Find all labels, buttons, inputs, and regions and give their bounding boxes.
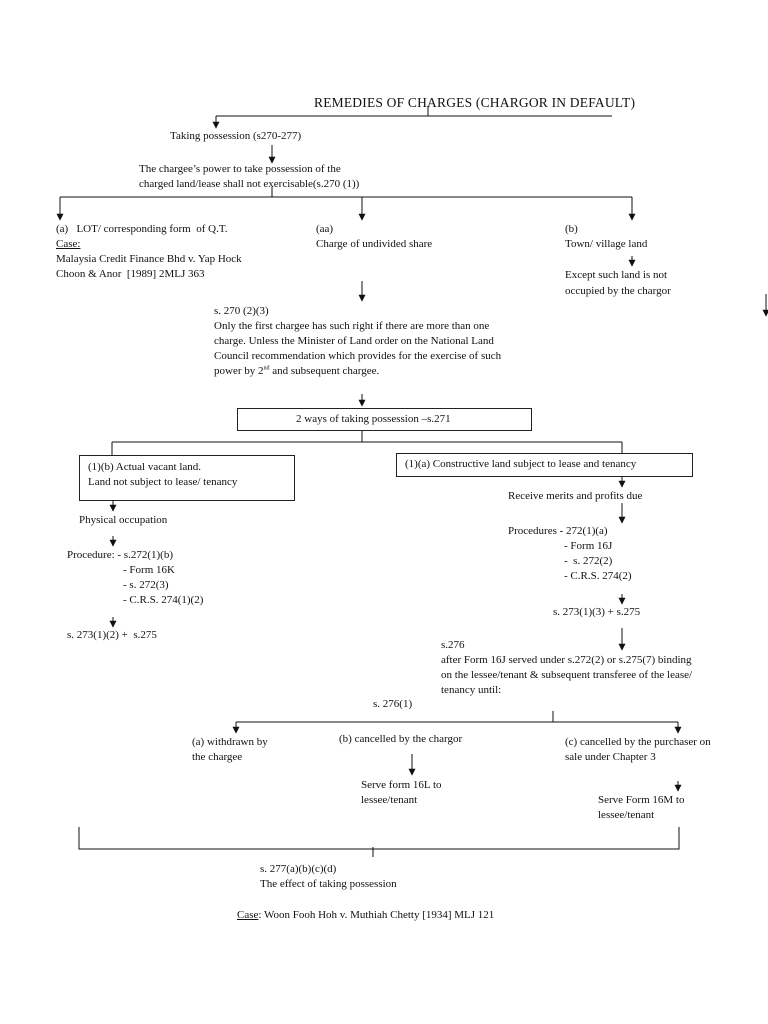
branch-a-case-label: Case:	[56, 238, 81, 250]
branch-aa-text: Charge of undivided share	[316, 238, 433, 250]
power-line-2: charged land/lease shall not exercisable…	[139, 178, 360, 190]
branch-a-case-line-2: Choon & Anor [1989] 2MLJ 363	[56, 268, 205, 280]
serve-16l-line-1: Serve form 16L to	[361, 779, 442, 791]
option-c-line-2: sale under Chapter 3	[565, 751, 656, 763]
receive-merits: Receive merits and profits due	[508, 490, 643, 502]
serve-16m-line-2: lessee/tenant	[598, 809, 655, 821]
option-c-line-1: (c) cancelled by the purchaser on	[565, 736, 711, 748]
right-procedure-item-2: - s. 272(2)	[564, 555, 613, 567]
left-procedure-item-2: - s. 272(3)	[123, 579, 169, 591]
taking-possession-label: Taking possession (s270-277)	[170, 130, 302, 142]
branch-b-label: (b)	[565, 223, 578, 235]
s270-line-3: charge. Unless the Minister of Land orde…	[214, 335, 494, 347]
s270-line-5-end: and subsequent chargee.	[269, 365, 380, 377]
serve-16m-line-1: Serve Form 16M to	[598, 794, 685, 806]
s277-heading: s. 277(a)(b)(c)(d)	[260, 863, 337, 875]
s276-line-2: after Form 16J served under s.272(2) or …	[441, 654, 692, 666]
left-result: s. 273(1)(2) + s.275	[67, 629, 157, 641]
right-procedure-item-3: - C.R.S. 274(2)	[564, 570, 632, 582]
s270-line-5-start: power by 2	[214, 365, 264, 377]
branch-b-except-line-1: Except such land is not	[565, 269, 668, 281]
branch-a-label: (a) LOT/ corresponding form of Q.T.	[56, 223, 228, 235]
bottom-bracket	[78, 827, 680, 850]
right-result: s. 273(1)(3) + s.275	[553, 606, 641, 618]
constructive-land-label: (1)(a) Constructive land subject to leas…	[405, 458, 637, 470]
power-line-1: The chargee’s power to take possession o…	[139, 163, 341, 175]
s276-subsection: s. 276(1)	[373, 698, 413, 710]
s270-heading: s. 270 (2)(3)	[214, 305, 269, 317]
option-a-line-2: the chargee	[192, 751, 243, 763]
branch-aa-label: (aa)	[316, 223, 334, 235]
physical-occupation: Physical occupation	[79, 514, 168, 526]
left-procedure-item-1: - Form 16K	[123, 564, 175, 576]
s277-effect: The effect of taking possession	[260, 878, 397, 890]
s276-heading: s.276	[441, 639, 465, 651]
s270-line-4: Council recommendation which provides fo…	[214, 350, 502, 362]
page-title: REMEDIES OF CHARGES (CHARGOR IN DEFAULT)	[314, 95, 636, 110]
s270-line-5: power by 2nd and subsequent chargee.	[214, 364, 379, 379]
s276-line-3: on the lessee/tenant & subsequent transf…	[441, 669, 693, 681]
right-procedures-heading: Procedures - 272(1)(a)	[508, 525, 608, 537]
s276-line-4: tenancy until:	[441, 684, 502, 696]
option-a-line-1: (a) withdrawn by	[192, 736, 268, 748]
serve-16l-line-2: lessee/tenant	[361, 794, 418, 806]
actual-vacant-land-line-2: Land not subject to lease/ tenancy	[88, 476, 238, 488]
branch-a-case-line-1: Malaysia Credit Finance Bhd v. Yap Hock	[56, 253, 242, 265]
actual-vacant-land-box: (1)(b) Actual vacant land. Land not subj…	[79, 455, 295, 501]
final-case-text: : Woon Fooh Hoh v. Muthiah Chetty [1934]…	[258, 909, 495, 921]
branch-b-text: Town/ village land	[565, 238, 648, 250]
s270-line-5-superscript: nd	[263, 365, 270, 372]
two-ways-label: 2 ways of taking possession –s.271	[296, 413, 451, 425]
option-b: (b) cancelled by the chargor	[339, 733, 463, 745]
right-procedure-item-1: - Form 16J	[564, 540, 613, 552]
two-ways-box: 2 ways of taking possession –s.271	[237, 408, 532, 431]
branch-b-except-line-2: occupied by the chargor	[565, 285, 671, 297]
left-procedure-item-3: - C.R.S. 274(1)(2)	[123, 594, 204, 606]
final-case-label: Case	[237, 909, 259, 921]
final-case: Case: Woon Fooh Hoh v. Muthiah Chetty [1…	[237, 908, 494, 923]
s270-line-2: Only the first chargee has such right if…	[214, 320, 490, 332]
actual-vacant-land-line-1: (1)(b) Actual vacant land.	[88, 461, 202, 473]
left-procedure-heading: Procedure: - s.272(1)(b)	[67, 549, 173, 561]
constructive-land-box: (1)(a) Constructive land subject to leas…	[396, 453, 693, 477]
